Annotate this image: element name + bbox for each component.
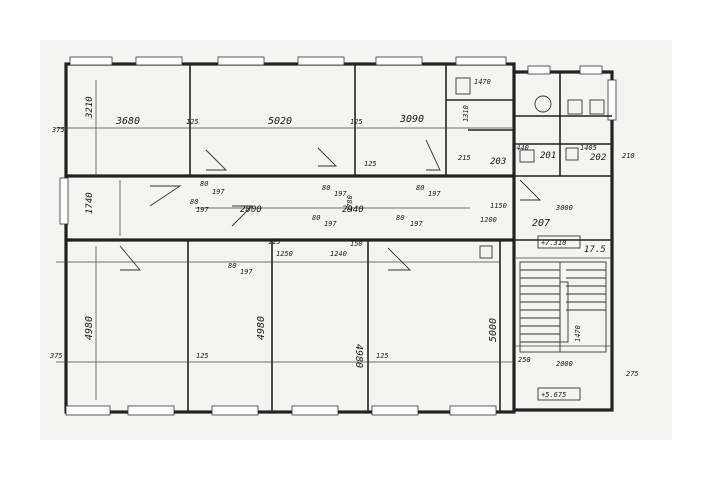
dim-215: 215 [458, 154, 471, 162]
dim-4980-c: 4980 [353, 344, 364, 368]
dim-1200: 1200 [480, 216, 497, 224]
dim-4980-a: 4980 [84, 316, 95, 340]
thick-125-2: 125 [350, 118, 363, 126]
door-80-e: 80 [396, 214, 404, 222]
dim-375-left: 375 [51, 126, 65, 134]
dim-3210: 3210 [85, 96, 95, 119]
door-80-g: 80 [312, 214, 320, 222]
dim-2000: 2000 [556, 360, 573, 368]
thick-125-6: 125 [268, 238, 281, 246]
dim-275: 275 [626, 370, 639, 378]
dim-2800: 2800 [240, 205, 262, 215]
thick-125-5: 125 [376, 352, 389, 360]
dim-4980-b: 4980 [256, 316, 267, 340]
level-box-upper [537, 235, 581, 249]
sanitary-fixtures [455, 77, 605, 259]
dim-1470-stair: 1470 [574, 325, 582, 342]
level-upper: +7.310 [541, 239, 566, 247]
dim-1405: 1405 [580, 144, 597, 152]
dim-1240: 1240 [330, 250, 347, 258]
room-207: 207 [532, 218, 550, 229]
windows-bottom [59, 79, 617, 416]
dim-1740: 1740 [85, 192, 95, 214]
windows-top [69, 56, 603, 75]
thick-125-1: 125 [186, 118, 199, 126]
dim-1440: 1440 [512, 144, 529, 152]
dim-1780: 1780 [346, 195, 354, 212]
dim-5020: 5020 [268, 116, 292, 127]
interior-walls [66, 64, 612, 412]
door-197-g: 197 [324, 220, 337, 228]
dim-3680: 3680 [115, 116, 140, 127]
thick-125-3: 125 [364, 160, 377, 168]
door-197-e: 197 [410, 220, 423, 228]
level-mark: 17.5 [584, 245, 606, 255]
room-202: 202 [590, 153, 606, 163]
dim-2940: 2940 [342, 205, 364, 215]
door-197-c: 197 [334, 190, 347, 198]
dim-5000: 5000 [488, 318, 499, 342]
dim-250: 250 [518, 356, 531, 364]
dim-1470: 1470 [474, 78, 491, 86]
dim-1150: 1150 [490, 202, 507, 210]
dimension-labels: 3680 5020 3090 1470 3210 1740 4980 4980 … [49, 78, 639, 399]
room-201: 201 [540, 151, 556, 161]
level-box-lower [537, 387, 581, 401]
dim-3000: 3000 [555, 204, 573, 212]
room-203: 203 [490, 157, 506, 167]
thick-125-4: 125 [196, 352, 209, 360]
outer-walls [64, 62, 614, 414]
door-197-f: 197 [240, 268, 253, 276]
dim-3090: 3090 [399, 114, 424, 125]
dimension-lines [56, 80, 612, 400]
dim-1250: 1250 [276, 250, 293, 258]
door-197-b: 197 [196, 206, 209, 214]
door-80-f: 80 [228, 262, 236, 270]
door-80-c: 80 [322, 184, 330, 192]
door-80-d: 80 [416, 184, 424, 192]
door-197-d: 197 [428, 190, 441, 198]
dim-1310: 1310 [462, 105, 470, 122]
dim-210: 210 [622, 152, 635, 160]
dim-150: 150 [350, 240, 363, 248]
dim-375-bottom: 375 [49, 352, 63, 360]
staircase [519, 261, 607, 353]
door-80-a: 80 [200, 180, 208, 188]
door-197-a: 197 [212, 188, 225, 196]
door-swings [119, 139, 542, 271]
door-80-b: 80 [190, 198, 198, 206]
level-lower: +5.675 [541, 391, 566, 399]
